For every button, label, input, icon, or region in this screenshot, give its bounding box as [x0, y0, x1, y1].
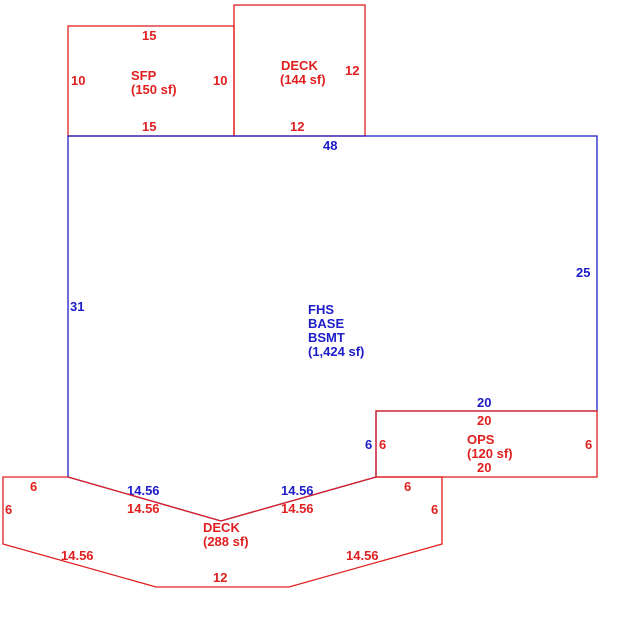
main-dim-diag-left: 14.56 — [127, 483, 160, 498]
ops-area: OPS (120 sf) 20 20 6 6 — [375, 410, 598, 478]
deck-bottom-dim-lower-left: 14.56 — [61, 548, 94, 563]
main-dim-notch-top: 20 — [477, 395, 491, 410]
deck-bottom-area-label: (288 sf) — [203, 534, 249, 549]
deck-top-area: DECK (144 sf) 12 12 — [233, 4, 366, 137]
deck-top-label: DECK — [281, 58, 318, 73]
ops-dim-top: 20 — [477, 413, 491, 428]
ops-outline — [375, 410, 598, 478]
main-dim-notch-left: 6 — [365, 437, 372, 452]
deck-bottom-outline — [2, 476, 443, 588]
main-dim-top: 48 — [323, 138, 337, 153]
deck-bottom-dim-inner-right: 14.56 — [281, 501, 314, 516]
deck-bottom-dim-top-right: 6 — [404, 479, 411, 494]
deck-bottom-dim-bottom: 12 — [213, 570, 227, 585]
deck-bottom-dim-top-left: 6 — [30, 479, 37, 494]
sfp-area-label: (150 sf) — [131, 82, 177, 97]
main-area: FHS BASE BSMT (1,424 sf) 48 25 31 20 6 1… — [67, 135, 598, 522]
deck-bottom-area: DECK (288 sf) 6 6 6 6 14.56 14.56 14.56 … — [2, 476, 443, 588]
deck-bottom-label: DECK — [203, 520, 240, 535]
deck-bottom-dim-right: 6 — [431, 502, 438, 517]
deck-bottom-dim-lower-right: 14.56 — [346, 548, 379, 563]
sfp-dim-bottom: 15 — [142, 119, 156, 134]
ops-dim-right: 6 — [585, 437, 592, 452]
ops-area-label: (120 sf) — [467, 446, 513, 461]
deck-bottom-dim-inner-left: 14.56 — [127, 501, 160, 516]
deck-top-dim-bottom: 12 — [290, 119, 304, 134]
sfp-label: SFP — [131, 68, 157, 83]
main-dim-right: 25 — [576, 265, 590, 280]
deck-bottom-dim-left: 6 — [5, 502, 12, 517]
ops-dim-bottom: 20 — [477, 460, 491, 475]
ops-dim-left: 6 — [379, 437, 386, 452]
main-label-line2: BASE — [308, 316, 344, 331]
ops-label: OPS — [467, 432, 495, 447]
sfp-dim-top: 15 — [142, 28, 156, 43]
main-label-line1: FHS — [308, 302, 334, 317]
main-label-line3: BSMT — [308, 330, 345, 345]
sfp-dim-left: 10 — [71, 73, 85, 88]
sfp-area: SFP (150 sf) 15 15 10 10 — [67, 25, 235, 137]
main-dim-diag-right: 14.56 — [281, 483, 314, 498]
main-dim-left: 31 — [70, 299, 84, 314]
main-area-label: (1,424 sf) — [308, 344, 364, 359]
deck-top-area-label: (144 sf) — [280, 72, 326, 87]
deck-top-dim-right: 12 — [345, 63, 359, 78]
sfp-dim-right: 10 — [213, 73, 227, 88]
